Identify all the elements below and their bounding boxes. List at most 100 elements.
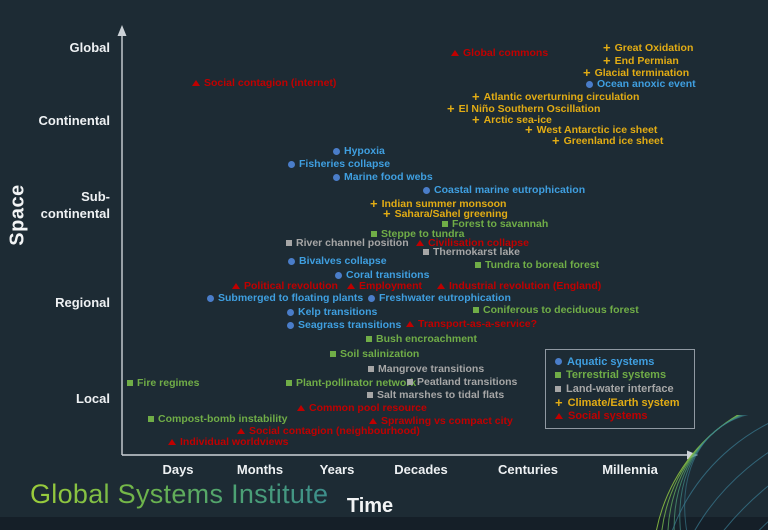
legend-item-label: Climate/Earth system — [567, 396, 680, 409]
legend-item-label: Social systems — [568, 410, 648, 423]
data-point: Individual worldviews — [168, 435, 289, 449]
data-point: +Greenland ice sheet — [552, 134, 663, 148]
data-point: Social contagion (internet) — [192, 76, 336, 90]
data-point-label: Tundra to boreal forest — [485, 259, 600, 271]
triangle-marker-icon — [406, 321, 414, 327]
data-point: Marine food webs — [333, 170, 433, 184]
plus-marker-icon: + — [472, 89, 480, 104]
triangle-marker-icon — [168, 439, 176, 445]
square-marker-icon — [148, 416, 154, 422]
legend-item: Social systems — [555, 410, 685, 422]
circle-marker-icon — [333, 147, 340, 155]
data-point: +El Niño Southern Oscillation — [447, 102, 600, 116]
data-point-label: Hypoxia — [344, 145, 385, 157]
y-tick-label: Continental — [38, 112, 111, 128]
square-marker-icon — [555, 385, 561, 392]
data-point: +Arctic sea-ice — [472, 113, 552, 127]
data-point-label: Forest to savannah — [452, 218, 549, 230]
x-tick-label: Years — [319, 462, 355, 477]
legend-item: + Climate/Earth system — [555, 394, 685, 410]
data-point-label: Social contagion (neighbourhood) — [249, 425, 420, 437]
y-tick-label: Local — [76, 390, 110, 406]
data-point: Fisheries collapse — [288, 157, 390, 171]
data-point: Forest to savannah — [442, 217, 548, 231]
square-marker-icon — [407, 379, 413, 385]
x-tick-label: Decades — [394, 462, 448, 477]
data-point: Sprawling vs compact city — [369, 414, 513, 428]
data-point: Ocean anoxic event — [586, 77, 696, 91]
legend-item: Terrestrial systems — [555, 369, 685, 381]
data-point-label: El Niño Southern Oscillation — [458, 103, 601, 115]
circle-marker-icon — [288, 160, 295, 168]
data-point: Hypoxia — [333, 144, 385, 158]
plus-marker-icon: + — [555, 394, 563, 410]
x-tick-label: Centuries — [498, 462, 558, 477]
circle-marker-icon — [207, 294, 214, 302]
circle-marker-icon — [288, 257, 295, 265]
square-marker-icon — [368, 366, 374, 372]
data-point-label: Employment — [359, 280, 423, 292]
plus-marker-icon: + — [603, 40, 611, 55]
plus-marker-icon: + — [472, 112, 480, 127]
plus-marker-icon: + — [583, 65, 591, 80]
square-marker-icon — [475, 262, 481, 268]
data-point: Civilisation collapse — [416, 236, 529, 250]
data-point: +Indian summer monsoon — [370, 197, 506, 211]
data-point: +Glacial termination — [583, 66, 689, 80]
plus-marker-icon: + — [383, 206, 391, 221]
data-point-label: Sprawling vs compact city — [381, 415, 513, 427]
data-point-label: Global commons — [463, 47, 549, 59]
plus-marker-icon: + — [525, 122, 533, 137]
data-point-label: Civilisation collapse — [428, 237, 529, 249]
data-point: Common pool resource — [297, 401, 427, 415]
square-marker-icon — [423, 249, 429, 255]
data-point: Employment — [347, 279, 422, 293]
data-point: Steppe to tundra — [371, 227, 464, 241]
x-axis-title: Time — [346, 495, 394, 517]
data-point: Bivalves collapse — [288, 254, 387, 268]
data-point: +End Permian — [603, 54, 679, 68]
square-marker-icon — [371, 231, 377, 237]
triangle-marker-icon — [237, 428, 245, 434]
square-marker-icon — [555, 372, 561, 379]
data-point-label: Coastal marine eutrophication — [434, 184, 586, 196]
data-point: Thermokarst lake — [423, 245, 520, 259]
x-tick-label: Days — [162, 462, 194, 477]
data-point: Fire regimes — [127, 376, 199, 390]
data-point: Plant-pollinator network — [286, 376, 416, 390]
data-point-label: West Antarctic ice sheet — [536, 124, 658, 136]
data-point-label: Marine food webs — [344, 171, 433, 183]
circle-marker-icon — [287, 321, 294, 329]
data-point-label: Steppe to tundra — [381, 228, 465, 240]
data-point: Bush encroachment — [366, 332, 477, 346]
circle-marker-icon — [555, 358, 562, 366]
square-marker-icon — [286, 240, 292, 246]
data-point-label: End Permian — [614, 55, 679, 67]
data-point: Freshwater eutrophication — [368, 291, 511, 305]
y-tick-label: Global — [69, 39, 110, 55]
data-point-label: Freshwater eutrophication — [379, 292, 511, 304]
x-tick-label: Months — [236, 462, 284, 477]
data-point-label: Atlantic overturning circulation — [483, 91, 640, 103]
triangle-marker-icon — [347, 283, 355, 289]
data-point-label: Mangrove transitions — [378, 363, 485, 375]
triangle-marker-icon — [555, 413, 563, 420]
data-point-label: Sahara/Sahel greening — [394, 208, 508, 220]
data-point-label: Ocean anoxic event — [597, 78, 696, 90]
triangle-marker-icon — [416, 240, 424, 246]
triangle-marker-icon — [232, 283, 240, 289]
square-marker-icon — [367, 392, 373, 398]
data-point-label: Fire regimes — [137, 377, 200, 389]
data-point-label: Bush encroachment — [376, 333, 477, 345]
data-point: Social contagion (neighbourhood) — [237, 424, 420, 438]
triangle-marker-icon — [297, 405, 305, 411]
data-point: Mangrove transitions — [368, 362, 484, 376]
logo-text: Global Systems Institute — [30, 479, 329, 509]
y-tick-label: Sub- continental — [40, 189, 110, 221]
data-point-label: Social contagion (internet) — [204, 77, 337, 89]
data-point-label: Seagrass transitions — [298, 319, 402, 331]
data-point-label: Thermokarst lake — [433, 246, 520, 258]
data-point-label: Transport-as-a-service? — [418, 318, 538, 330]
triangle-marker-icon — [451, 50, 459, 56]
